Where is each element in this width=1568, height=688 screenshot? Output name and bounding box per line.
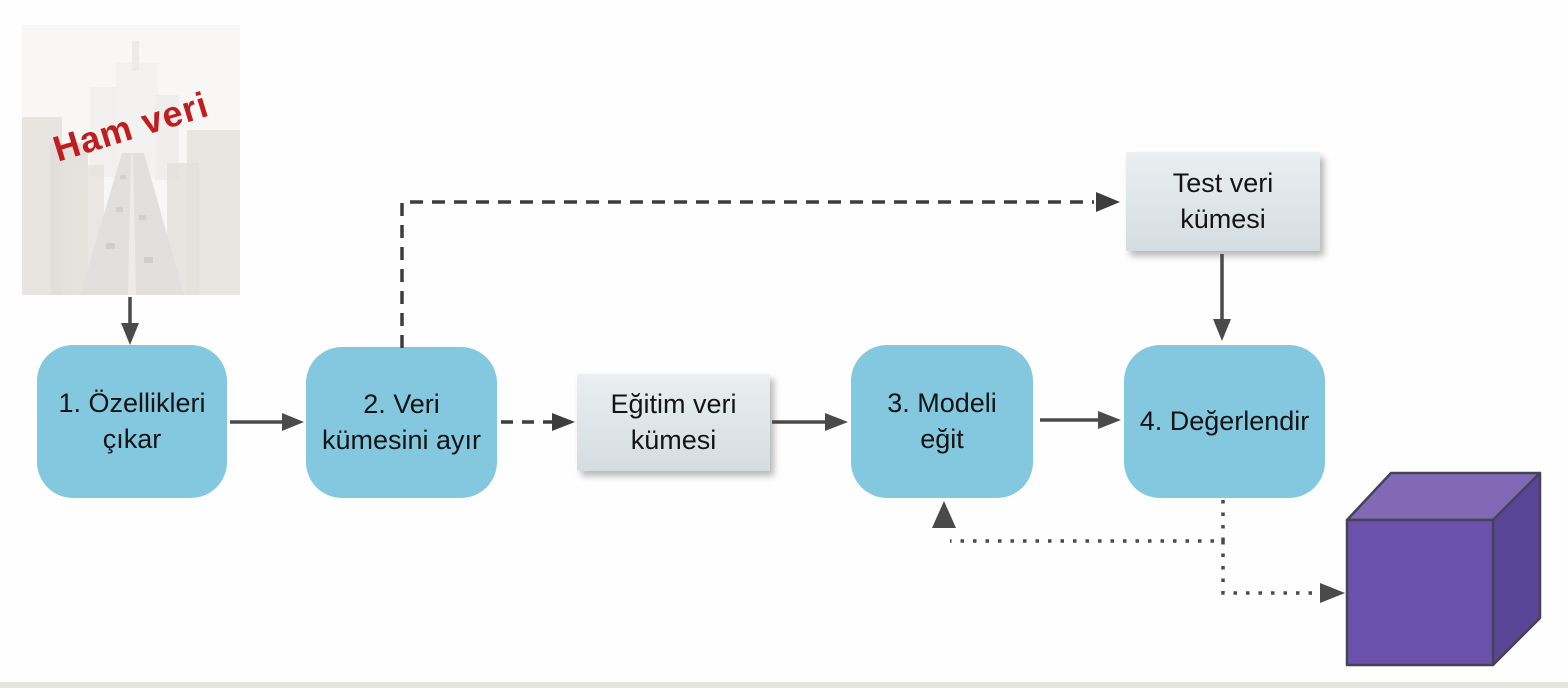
arrowhead-training-set-to-train <box>825 413 848 431</box>
label-line: eğit <box>920 423 964 454</box>
label-line: 2. Veri <box>363 389 440 420</box>
photo-road-line <box>128 155 136 295</box>
footer-strip <box>0 682 1568 688</box>
node-extract-features-label: 1. Özellikleri çıkar <box>58 386 205 456</box>
label-line: kümesini ayır <box>321 424 482 455</box>
label-line: kümesi <box>630 424 717 455</box>
arrowhead-photo-to-extract <box>121 323 139 345</box>
photo-car <box>139 215 146 220</box>
node-test-dataset-label: Test veri kümesi <box>1173 166 1274 236</box>
model-cube-side-face <box>1491 471 1542 667</box>
node-split-dataset-label: 2. Veri kümesini ayır <box>322 387 481 457</box>
connector-evaluate-to-model-cube <box>1221 541 1322 595</box>
label-line: Test veri <box>1172 168 1274 199</box>
raw-data-image: Ham veri <box>22 25 240 295</box>
node-extract-features: 1. Özellikleri çıkar <box>37 345 227 498</box>
arrowhead-train-to-evaluate <box>1098 411 1121 429</box>
label-line: 1. Özellikleri <box>58 388 206 419</box>
label-line: çıkar <box>102 423 162 454</box>
photo-fade-overlay <box>22 25 240 295</box>
arrowhead-split-to-training-set <box>552 413 575 431</box>
node-training-dataset: Eğitim veri kümesi <box>577 374 770 471</box>
label-line: 4. Değerlendir <box>1139 405 1310 436</box>
photo-spire <box>132 41 139 71</box>
arrowhead-evaluate-to-train <box>932 501 956 528</box>
photo-car <box>116 207 123 212</box>
node-train-model: 3. Modeli eğit <box>851 345 1033 498</box>
node-training-dataset-label: Eğitim veri kümesi <box>610 387 736 457</box>
photo-building-far-1 <box>90 87 118 177</box>
photo-car <box>144 257 153 263</box>
node-split-dataset: 2. Veri kümesini ayır <box>306 347 497 498</box>
node-evaluate: 4. Değerlendir <box>1124 345 1325 498</box>
model-cube-front-face <box>1345 518 1495 667</box>
label-line: Eğitim veri <box>610 389 737 420</box>
connector-split-to-test-set <box>400 200 1094 348</box>
model-cube-top-face <box>1345 471 1542 522</box>
node-train-model-label: 3. Modeli eğit <box>887 386 997 456</box>
photo-car <box>120 175 126 179</box>
arrowhead-evaluate-to-model-cube <box>1320 583 1345 603</box>
node-evaluate-label: 4. Değerlendir <box>1140 404 1310 439</box>
arrowhead-split-to-test-set <box>1096 192 1120 212</box>
label-line: 3. Modeli <box>887 388 997 419</box>
connector-evaluate-to-train <box>950 500 1225 543</box>
label-line: kümesi <box>1180 203 1266 234</box>
model-cube <box>1345 471 1542 667</box>
city-photo-illustration <box>22 25 240 295</box>
node-test-dataset: Test veri kümesi <box>1126 152 1320 251</box>
photo-car <box>106 243 115 249</box>
arrowhead-test-set-to-evaluate <box>1213 319 1231 341</box>
arrowhead-extract-to-split <box>282 413 304 431</box>
